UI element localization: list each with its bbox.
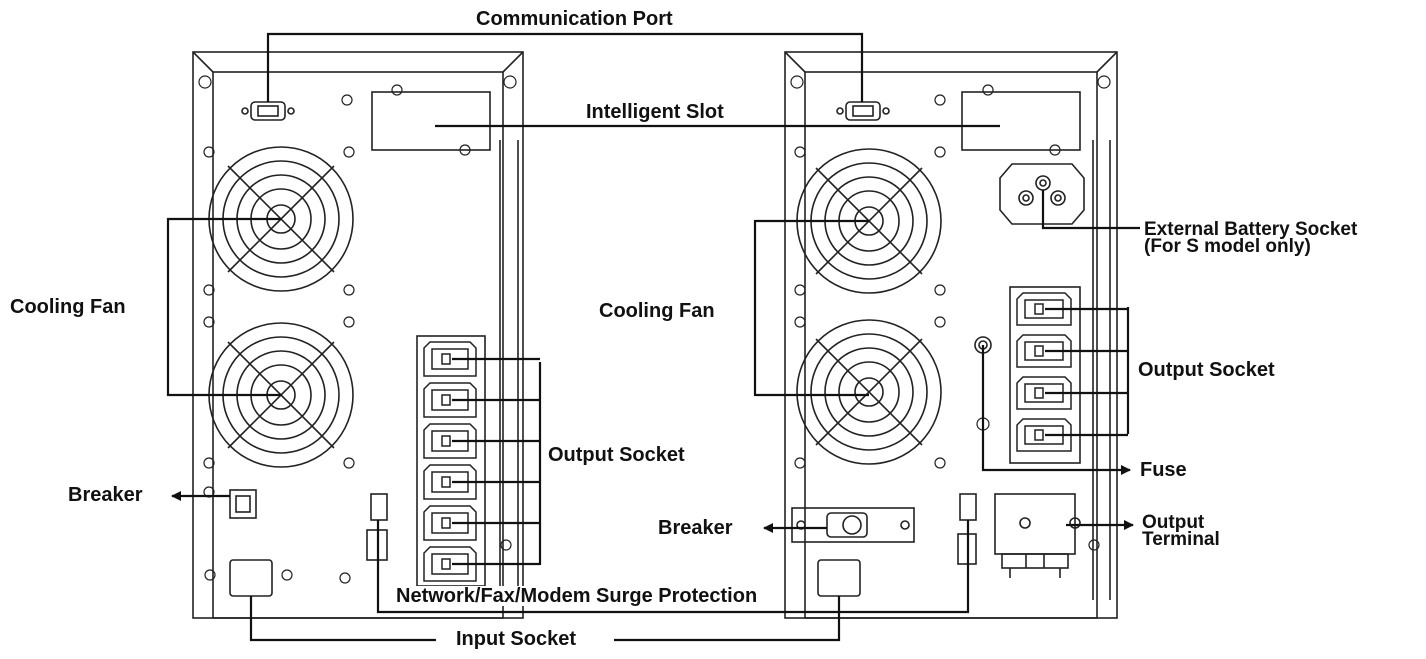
- left-screws: [198, 75, 517, 584]
- label-breaker-right: Breaker: [658, 517, 733, 539]
- right-cooling-fan-bottom: [796, 319, 942, 465]
- left-output-leaders: [452, 357, 540, 566]
- label-cooling-fan-right: Cooling Fan: [599, 300, 715, 322]
- right-output-leaders: [1045, 307, 1128, 437]
- leader-communication-port: [266, 32, 864, 102]
- label-fuse: Fuse: [1140, 459, 1187, 481]
- right-unit-outer-frame: [784, 51, 1118, 619]
- right-screws: [790, 75, 1111, 551]
- leader-input-socket-right: [614, 596, 841, 642]
- leader-surge-protection: [376, 520, 970, 614]
- left-ups-unit: [192, 51, 524, 619]
- callout-lines: [166, 32, 1140, 642]
- label-external-battery-line2: (For S model only): [1144, 236, 1311, 257]
- leader-input-socket-left: [249, 596, 436, 642]
- label-output-socket-right: Output Socket: [1138, 359, 1275, 381]
- right-input-socket: [817, 559, 861, 597]
- left-intelligent-slot: [371, 91, 491, 151]
- label-surge-protection: Network/Fax/Modem Surge Protection: [394, 585, 760, 607]
- label-cooling-fan-left: Cooling Fan: [10, 296, 126, 318]
- label-output-terminal-line1: Output: [1142, 512, 1205, 533]
- left-output-panel: [416, 335, 486, 587]
- right-unit-inner-panel: [804, 71, 1098, 619]
- left-breaker: [229, 489, 257, 519]
- right-communication-port: [836, 101, 890, 121]
- right-ups-unit: [784, 51, 1118, 619]
- left-outlets-socket: [423, 505, 477, 541]
- label-input-socket: Input Socket: [456, 628, 577, 650]
- right-output-panel: [1009, 286, 1081, 464]
- left-input-socket: [229, 559, 273, 597]
- left-communication-port: [241, 101, 295, 121]
- right-intelligent-slot: [961, 91, 1081, 151]
- label-external-battery-line1: External Battery Socket: [1144, 219, 1358, 240]
- leader-external-battery: [1041, 190, 1140, 230]
- label-breaker-left: Breaker: [68, 484, 143, 506]
- label-output-terminal-line2: Terminal: [1142, 529, 1220, 550]
- label-output-socket-left: Output Socket: [548, 444, 685, 466]
- left-output-sockets: [423, 341, 477, 582]
- label-intelligent-slot: Intelligent Slot: [586, 101, 724, 123]
- leader-fuse: [981, 345, 1131, 475]
- right-output-sockets: [1016, 292, 1072, 452]
- leader-cooling-fan-left: [166, 217, 281, 397]
- right-breaker: [791, 507, 915, 543]
- right-output-terminal: [994, 493, 1081, 578]
- left-unit-inner-panel: [212, 71, 504, 619]
- label-communication-port: Communication Port: [476, 8, 673, 30]
- leader-cooling-fan-right: [753, 219, 869, 397]
